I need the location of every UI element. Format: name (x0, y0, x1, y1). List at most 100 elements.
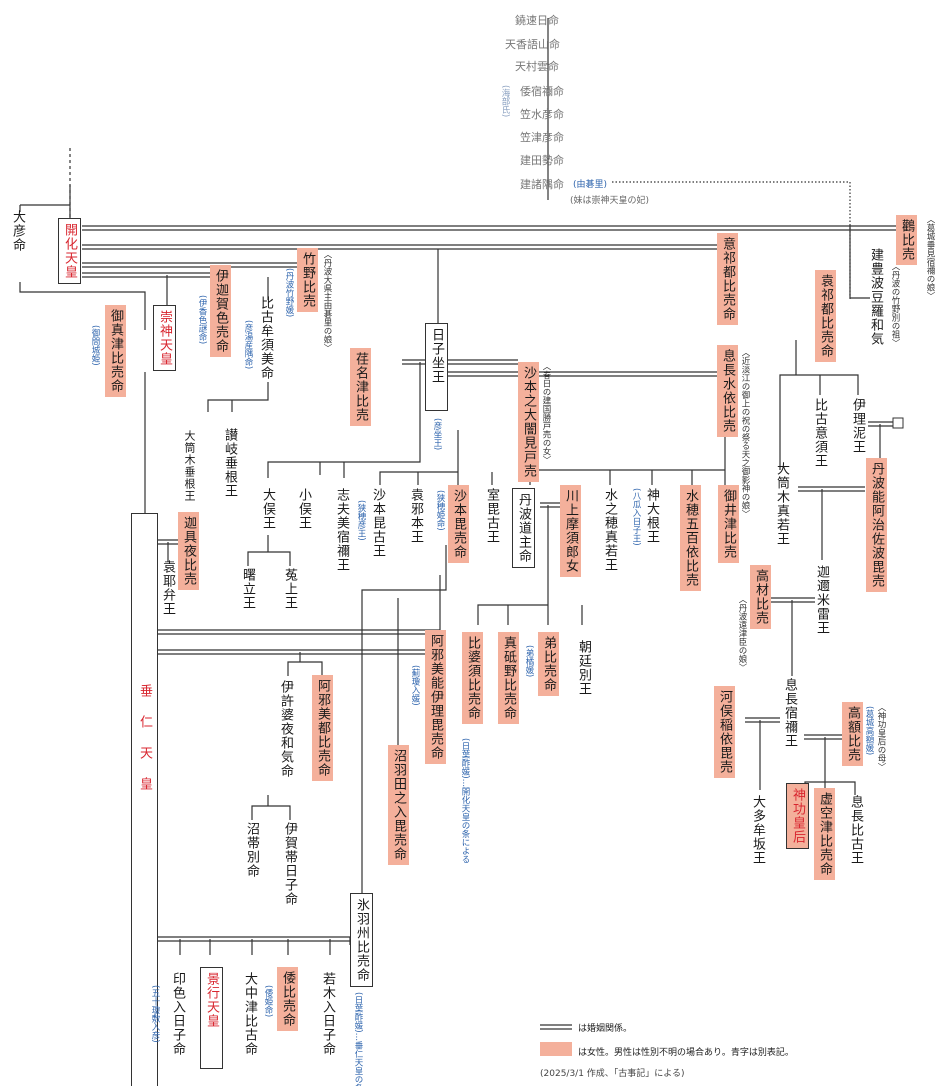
ancestor-name: 笠水彦命 (520, 108, 564, 121)
person-omata: 小俣王 (296, 488, 311, 530)
alt-name: (弟橘媛) (524, 645, 534, 678)
person-hikoimasu: 日子坐王 (425, 323, 448, 411)
person-sujin-emperor: 崇神天皇 (153, 305, 176, 371)
person-unakami: 菟上王 (282, 568, 297, 610)
person-muroko: 室毘古王 (484, 488, 499, 544)
person-takano: 竹野比売 (297, 248, 318, 312)
person-kaika-emperor: 開化天皇 (58, 218, 81, 284)
person-sanuki: 讃岐垂根王 (222, 428, 237, 498)
person-ohiko: 大彦命 (10, 210, 25, 252)
person-kawakami: 川上摩須郎女 (560, 485, 581, 577)
alt-name: (倭姫命) (263, 985, 273, 1018)
note-text: 〈丹波の竹野別の祖〉 (890, 262, 900, 347)
alt-name: (薊瓊入媛) (410, 665, 420, 706)
note-text: 〈葛城垂見宿禰の娘〉 (925, 215, 935, 300)
alt-name: (彦坐王) (432, 418, 442, 451)
ancestor-name: 建田勢命 (520, 154, 564, 167)
person-inishiki: 印色入日子命 (170, 972, 185, 1056)
person-akebono: 曙立王 (240, 568, 255, 610)
person-yamato: 倭比売命 (277, 967, 298, 1031)
clan-note: (海部氏) (500, 85, 510, 118)
person-wakaki: 若木入日子命 (320, 972, 335, 1056)
note-text: (妹は崇神天皇の妃) (570, 196, 650, 206)
note-text: 〈神功皇后の母〉 (876, 703, 886, 771)
person-tanba: 丹波道主命 (512, 488, 535, 568)
person-sahobime: 沙本毘売命 (448, 485, 469, 563)
note-text: 〈近淡江の御上の祝の祭る天之御影神の娘〉 (740, 348, 750, 518)
person-ikohaya: 伊許婆夜和気命 (278, 680, 293, 778)
person-kanitate: 迦邇米雷王 (814, 565, 829, 635)
person-okinaga-sukune: 息長宿禰王 (782, 678, 797, 748)
ancestor-name: 建諸隅命 (520, 178, 564, 191)
person-takehoko: 建豊波豆羅和気 (868, 248, 883, 346)
person-kuramimi: 袁耶弁王 (160, 560, 175, 616)
person-ikagashiko: 伊迦賀色売命 (210, 265, 231, 357)
person-washi: 鸛比売 (896, 215, 917, 265)
person-kaguya: 迦具夜比売 (178, 512, 199, 590)
person-oza: 袁邪本王 (408, 488, 423, 544)
person-kamuoone: 神大根王 (644, 488, 659, 544)
person-oonaka: 大中津比古命 (242, 972, 257, 1056)
person-mizuho-mawaka: 水之穂真若王 (602, 488, 617, 572)
person-shimi: 志夫美宿禰王 (334, 488, 349, 572)
person-okimizuyori: 息長水依比売 (717, 345, 738, 437)
ancestor-name: 笠津彦命 (520, 131, 564, 144)
legend-female: は女性。男性は性別不明の場合あり。青字は別表記。 (578, 1048, 794, 1058)
alt-name: (由碁里) (573, 180, 608, 190)
person-matono: 真砥野比売命 (498, 632, 519, 724)
person-nubata: 沼羽田之入毘売命 (388, 745, 409, 865)
person-hikotatasu: 比古意須王 (812, 398, 827, 468)
person-takanuka: 高額比売 (842, 702, 863, 766)
person-numatarashi: 沼帯別命 (244, 822, 259, 878)
person-sahobiko: 沙本昆古王 (370, 488, 385, 558)
person-azami: 阿邪美都比売命 (312, 675, 333, 781)
person-oomata: 大俣王 (260, 488, 275, 530)
ancestor-name: 天村雲命 (515, 60, 559, 73)
alt-name: (彦湯産隅命) (243, 320, 253, 370)
alt-name: (伊香色謎命) (197, 295, 207, 345)
alt-name: (丹波竹野媛) (284, 268, 294, 318)
person-ohtsutsuki-tare: 大筒木垂根王 (183, 430, 196, 502)
person-kawamata: 河俣稲依毘売 (714, 686, 735, 778)
note-text: 〈丹波大県主由碁里の娘〉 (322, 250, 332, 352)
person-suinin-emperor: 垂仁天皇 (131, 513, 158, 1086)
person-izaho: 阿邪美能伊理毘売命 (425, 630, 446, 764)
ancestor-name: 鐃速日命 (515, 14, 559, 27)
person-takaki: 高材比売 (750, 565, 771, 629)
person-okina: 荏名津比売 (350, 348, 371, 426)
person-mii: 御井津比売 (718, 485, 739, 563)
person-soratsu: 虚空津比売命 (814, 788, 835, 880)
person-iri: 伊理泥王 (850, 398, 865, 454)
person-tanbano: 丹波能阿治佐波毘売 (866, 458, 887, 592)
person-asatsuma: 朝廷別王 (576, 640, 591, 696)
person-ookitsu: 意祁都比売命 (717, 233, 738, 325)
person-mimatsu: 御真津比売命 (105, 305, 126, 397)
alt-name: (御間城姫) (90, 325, 100, 366)
person-ohtsutsuki-mawaka: 大筒木真若王 (774, 462, 789, 546)
person-jingu: 神功皇后 (786, 783, 809, 849)
note-text: 〈春日の建国勝戸売の女〉 (541, 362, 551, 464)
person-sahono: 沙本之大闇見戸売 (518, 362, 539, 482)
ancestor-name: 倭宿禰命 (520, 85, 564, 98)
note-text: (日葉酢媛)…垂仁天皇の条による (353, 992, 363, 1086)
person-hikomusu: 比古牟須美命 (258, 296, 273, 380)
person-keiko-emperor: 景行天皇 (200, 967, 223, 1069)
alt-name: (八瓜入日子王) (631, 488, 641, 546)
person-hibasu: 比婆須比売命 (462, 632, 483, 724)
legend-source: (2025/3/1 作成、「古事記」による) (540, 1069, 685, 1079)
person-oto: 弟比売命 (538, 632, 559, 696)
legend-marriage: は婚姻関係。 (578, 1024, 633, 1034)
alt-name: (葛城高額媛) (864, 706, 874, 756)
person-okinaga-hiko: 息長比古王 (848, 795, 863, 865)
alt-name: (狭穂彦王) (356, 500, 366, 541)
person-okitsu: 袁祁都比売命 (815, 270, 836, 362)
note-text: (日葉酢媛)…開化天皇の条による (460, 738, 470, 864)
person-hibasu2: 氷羽州比売命 (350, 893, 373, 987)
alt-name: (五十瓊敷入彦) (150, 985, 160, 1043)
person-mizuho-ioyori: 水穂五百依比売 (680, 485, 701, 591)
person-igatarashi: 伊賀帯日子命 (282, 822, 297, 906)
note-text: 〈丹波遠津臣の娘〉 (737, 595, 747, 672)
alt-name: (狭穂姫命) (435, 490, 445, 531)
